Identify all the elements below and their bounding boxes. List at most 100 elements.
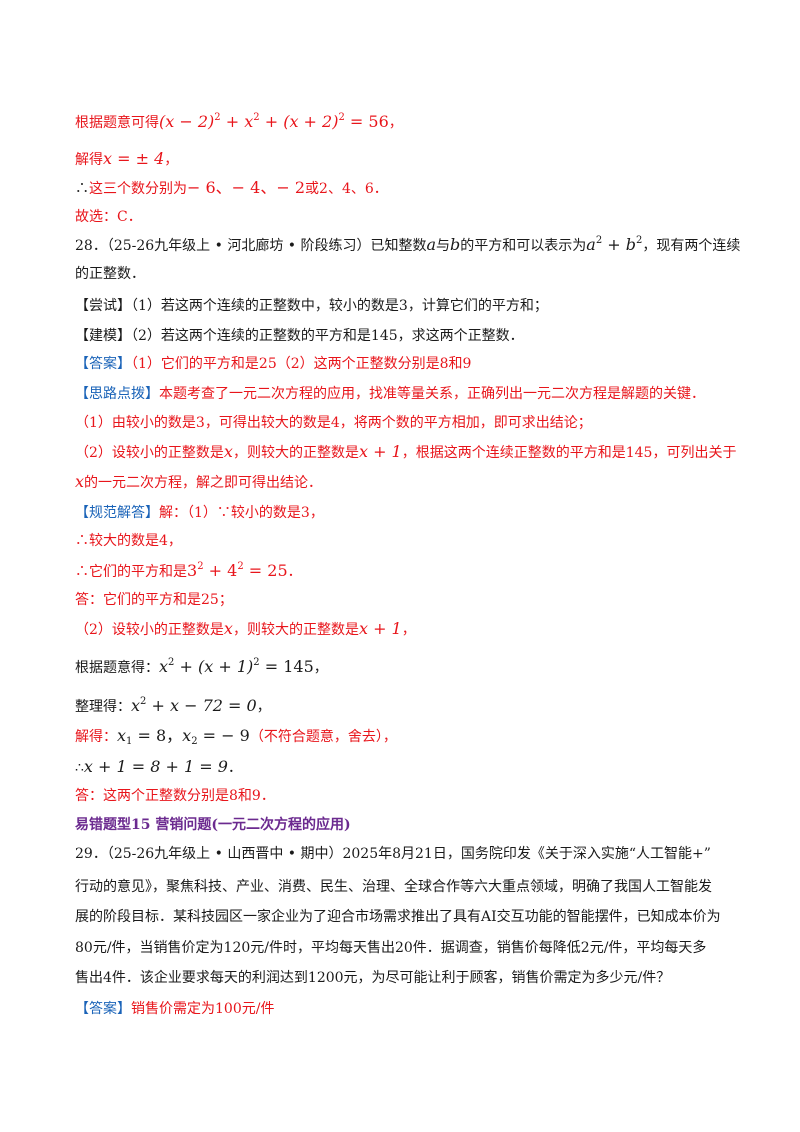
text: 28．（25-26九年级上 • 河北廊坊 • 阶段练习）已知整数 — [75, 238, 427, 254]
q28-try: 【尝试】（1）若这两个连续的正整数中，较小的数是3，计算它们的平方和； — [75, 296, 548, 316]
sup: 2 — [197, 561, 204, 572]
sol27-line2: 解得x = ± 4， — [75, 149, 178, 170]
text: ， — [313, 660, 328, 676]
math: x — [131, 696, 141, 715]
sup: 2 — [140, 696, 147, 707]
text: ， — [388, 115, 403, 131]
math: x — [75, 472, 85, 491]
q29-line2: 行动的意见》，聚焦科技、产业、消费、民生、治理、全球合作等六大重点领域，明确了我… — [75, 879, 712, 895]
try-tag: 【尝试】 — [75, 298, 131, 314]
var-a: a — [426, 235, 437, 254]
q28-hint: 【思路点拨】本题考查了一元二次方程的应用，找准等量关系，正确列出一元二次方程是解… — [75, 384, 705, 404]
sol27-line1: 根据题意可得(x − 2)2 + x2 + (x + 2)2 = 56， — [75, 112, 403, 133]
math: − 6、− 4、− 2 — [187, 178, 306, 197]
sup: 2 — [636, 235, 643, 246]
sup: 2 — [168, 657, 175, 668]
text: ，则较大的正整数是 — [232, 445, 359, 461]
q28-sol-line6: 根据题意得：x2 + (x + 1)2 = 145， — [75, 657, 328, 678]
math: + (x + 1) — [174, 657, 254, 676]
text: ． — [227, 760, 242, 776]
math: (x − 2) — [159, 112, 215, 131]
math: x + 1 — [358, 442, 402, 461]
text: 解得 — [75, 152, 103, 168]
answer-text: （1）它们的平方和是25（2）这两个正整数分别是8和9 — [131, 356, 472, 372]
math: + (x + 2) — [259, 112, 339, 131]
math: = 145 — [259, 657, 314, 676]
math: x = ± 4 — [103, 149, 165, 168]
math: = 56 — [344, 112, 389, 131]
q29-line1: 29．（25-26九年级上 • 山西晋中 • 期中）2025年8月21日，国务院… — [75, 846, 711, 862]
q28-sol-line4: 答：它们的平方和是25； — [75, 592, 233, 608]
math: = − 9 — [197, 726, 250, 745]
text: （不符合题意，舍去）， — [249, 729, 397, 745]
q28-line1: 28．（25-26九年级上 • 河北廊坊 • 阶段练习）已知整数a与b的平方和可… — [75, 235, 740, 256]
sup: 2 — [595, 235, 603, 246]
math: = 25 — [243, 561, 288, 580]
q28-hint1: （1）由较小的数是3，可得出较大的数是4，将两个数的平方相加，即可求出结论； — [75, 415, 592, 431]
q29-line5: 售出4件．该企业要求每天的利润达到1200元，为尽可能让利于顾客，销售价需定为多… — [75, 970, 671, 986]
text: ，现有两个连续 — [642, 238, 741, 254]
q29-answer: 【答案】销售价需定为100元/件 — [75, 999, 274, 1019]
answer-tag: 【答案】 — [75, 1001, 131, 1017]
text: （1）若这两个连续的正整数中，较小的数是3，计算它们的平方和； — [131, 298, 548, 314]
sup: 2 — [253, 657, 260, 668]
text: （2）若这两个连续的正整数的平方和是145，求这两个正整数． — [131, 328, 524, 344]
text: 解：（1）∵较小的数是3， — [159, 505, 324, 521]
sol27-line4: 故选：C． — [75, 209, 142, 225]
answer-tag: 【答案】 — [75, 356, 131, 372]
text: （2）设较小的正整数是 — [75, 445, 224, 461]
math: a — [586, 235, 596, 254]
math: x — [117, 726, 127, 745]
math: 3 — [187, 561, 198, 580]
q28-sol-line5: （2）设较小的正整数是x，则较大的正整数是x + 1， — [75, 619, 416, 640]
text: （2）设较小的正整数是 — [75, 622, 224, 638]
math: b — [625, 235, 637, 254]
q28-sol-line8: 解得：x1 = 8，x2 = − 9（不符合题意，舍去）， — [75, 726, 397, 747]
math: x — [159, 657, 169, 676]
text: 整理得： — [75, 699, 131, 715]
sup: 2 — [214, 112, 221, 123]
math: + 4 — [203, 561, 238, 580]
text: ，根据这两个连续正整数的平方和是145，可列出关于 — [401, 445, 737, 461]
text: 或 — [305, 181, 320, 197]
q28-answer: 【答案】（1）它们的平方和是25（2）这两个正整数分别是8和9 — [75, 354, 471, 374]
math: x — [182, 726, 192, 745]
math: x + 1 — [358, 619, 402, 638]
model-tag: 【建模】 — [75, 328, 131, 344]
text: ∴它们的平方和是 — [75, 564, 187, 580]
math: + x − 72 = 0 — [146, 696, 257, 715]
sup: 2 — [237, 561, 244, 572]
text: ， — [401, 622, 416, 638]
text: ， — [256, 699, 271, 715]
text: 根据题意可得 — [75, 115, 159, 131]
var-b: b — [450, 235, 461, 254]
math: x + 1 = 8 + 1 = 9 — [83, 757, 228, 776]
q28-sol-line1: 【规范解答】解：（1）∵较小的数是3， — [75, 503, 324, 523]
math: + — [602, 235, 626, 254]
text: ． — [287, 564, 302, 580]
sup: 2 — [253, 112, 260, 123]
text: ， — [164, 152, 179, 168]
text: 的平方和可以表示为 — [460, 238, 587, 254]
math: x — [223, 619, 233, 638]
text: 2、4、6． — [319, 181, 388, 197]
solution-tag: 【规范解答】 — [75, 505, 159, 521]
q28-sol-line9: ∴x + 1 = 8 + 1 = 9． — [75, 757, 242, 778]
text: ，则较大的正整数是 — [232, 622, 359, 638]
math: = 8， — [132, 726, 183, 745]
q28-line2: 的正整数． — [75, 266, 145, 282]
math: x — [223, 442, 233, 461]
therefore-symbol: ∴ — [75, 181, 89, 197]
math: + x — [220, 112, 254, 131]
text: 这三个数分别为 — [89, 181, 187, 197]
q28-sol-line3: ∴它们的平方和是32 + 42 = 25． — [75, 561, 302, 582]
sub: 2 — [191, 736, 198, 747]
q28-model: 【建模】（2）若这两个连续的正整数的平方和是145，求这两个正整数． — [75, 326, 524, 346]
text: 与 — [436, 238, 451, 254]
q29-line3: 展的阶段目标．某科技园区一家企业为了迎合市场需求推出了具有AI交互功能的智能摆件… — [75, 909, 721, 925]
q28-hint3: x的一元二次方程，解之即可得出结论． — [75, 472, 322, 493]
q28-sol-line2: ∴较大的数是4， — [75, 533, 182, 549]
hint-tag: 【思路点拨】 — [75, 386, 159, 402]
text: 的一元二次方程，解之即可得出结论． — [84, 475, 323, 491]
